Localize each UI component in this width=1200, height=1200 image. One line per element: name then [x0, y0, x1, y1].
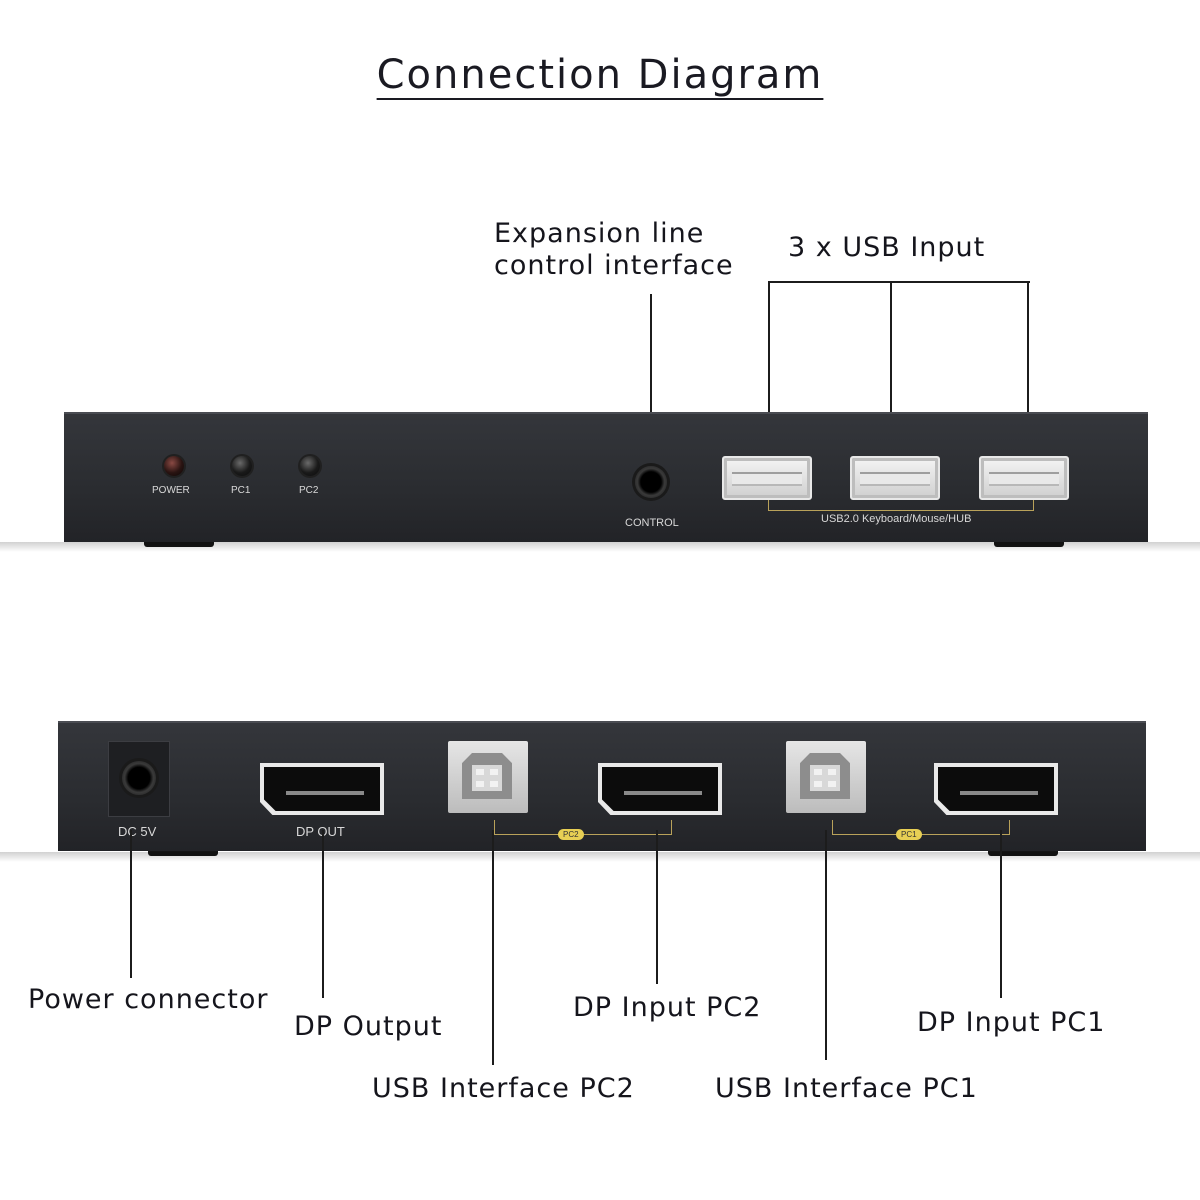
usb-b-port-pc2	[448, 741, 528, 813]
callout-usb-interface-pc1: USB Interface PC1	[715, 1073, 978, 1104]
pc1-badge: PC1	[896, 829, 922, 840]
callout-dp-input-pc2: DP Input PC2	[573, 992, 762, 1023]
power-led	[164, 456, 184, 476]
diagram-title: Connection Diagram	[376, 52, 824, 98]
leader-line-control	[650, 294, 652, 464]
pc2-led	[300, 456, 320, 476]
dp-in-pc2-port	[598, 763, 722, 815]
callout-dp-output: DP Output	[294, 1011, 443, 1042]
leader-line-usb-2	[890, 281, 892, 459]
leader-line-usb-pc2	[492, 830, 494, 1065]
dc-jack	[122, 761, 156, 795]
front-panel: POWER PC1 PC2 CONTROL USB2.0 Keyboard/Mo…	[64, 412, 1148, 547]
usb-a-port-2	[850, 456, 940, 500]
dp-in-pc1-port	[934, 763, 1058, 815]
leader-line-dp-out	[322, 830, 324, 998]
callout-dp-input-pc1: DP Input PC1	[917, 1007, 1106, 1038]
leader-line-usb-bar	[768, 281, 1030, 283]
leader-line-power	[130, 830, 132, 978]
pc2-label: PC2	[299, 485, 319, 496]
usb-a-port-3	[979, 456, 1069, 500]
leader-line-dp-in-pc2	[656, 830, 658, 984]
power-label: POWER	[152, 485, 190, 496]
usb-group-bracket	[768, 500, 1034, 511]
leader-line-usb-3	[1027, 281, 1029, 459]
dc-jack-housing	[108, 741, 170, 817]
dp-out-label: DP OUT	[296, 824, 345, 839]
callout-power-connector: Power connector	[28, 984, 269, 1015]
dp-out-port	[260, 763, 384, 815]
callout-expansion-line-1: Expansion line	[494, 218, 705, 249]
usb-group-label: USB2.0 Keyboard/Mouse/HUB	[821, 513, 972, 525]
usb-a-port-1	[722, 456, 812, 500]
usb-b-port-pc1	[786, 741, 866, 813]
rear-panel: DC 5V DP OUT PC2 PC1	[58, 721, 1146, 856]
dc5v-label: DC 5V	[118, 824, 157, 839]
pc2-badge: PC2	[558, 829, 584, 840]
callout-usb-interface-pc2: USB Interface PC2	[372, 1073, 635, 1104]
pc1-led	[232, 456, 252, 476]
leader-line-usb-1	[768, 281, 770, 459]
leader-line-usb-pc1	[825, 830, 827, 1060]
callout-usb-input: 3 x USB Input	[788, 232, 986, 263]
callout-expansion-line-2: control interface	[494, 250, 734, 281]
leader-line-dp-in-pc1	[1000, 830, 1002, 998]
control-jack	[635, 466, 667, 498]
pc1-label: PC1	[231, 485, 251, 496]
control-label: CONTROL	[625, 517, 679, 529]
